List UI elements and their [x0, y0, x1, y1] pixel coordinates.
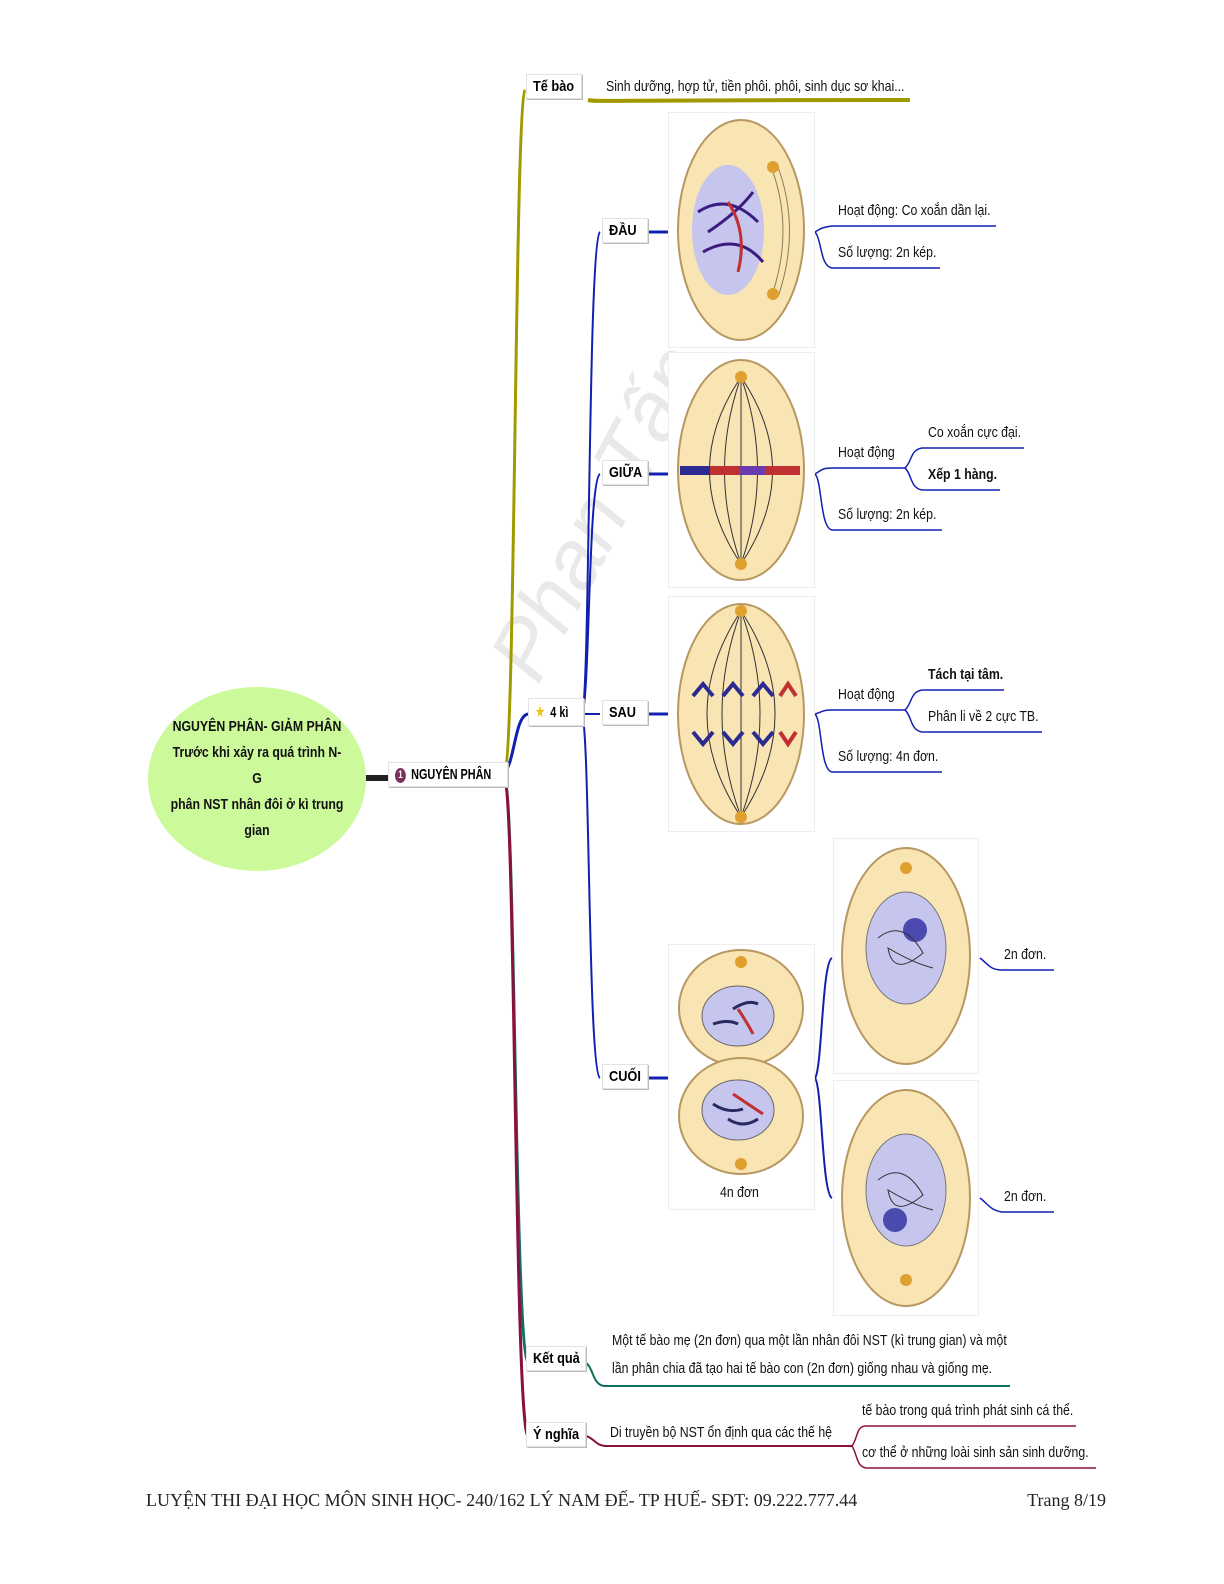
node-y-nghia[interactable]: Ý nghĩa: [526, 1422, 586, 1447]
sau-detail-1: Tách tại tâm.: [928, 666, 1004, 683]
sau-so-luong: Số lượng: 4n đơn.: [838, 748, 939, 765]
dau-label: ĐẦU: [609, 222, 637, 239]
giua-label: GIỮA: [609, 464, 643, 481]
node-4-ki[interactable]: ★4 kì: [528, 698, 584, 726]
telophase-cell-image: [668, 944, 815, 1210]
y-nghia-detail-1: tế bào trong quá trình phát sinh cá thể.: [862, 1402, 1074, 1419]
giua-hoat-dong: Hoạt động: [838, 444, 895, 461]
main-node-label: NGUYÊN PHÂN: [411, 766, 492, 783]
y-nghia-text: Di truyền bộ NST ổn định qua các thế hệ: [610, 1424, 833, 1441]
node-dau[interactable]: ĐẦU: [602, 218, 648, 243]
te-bao-text: Sinh dưỡng, hợp tử, tiền phôi. phôi, sin…: [606, 78, 905, 95]
prophase-cell-image: [668, 112, 815, 348]
giua-so-luong: Số lượng: 2n kép.: [838, 506, 937, 523]
star-icon: ★: [535, 704, 546, 721]
cuoi-result-2: 2n đơn.: [1004, 1188, 1047, 1205]
node-ket-qua[interactable]: Kết quả: [526, 1346, 586, 1371]
root-topic[interactable]: NGUYÊN PHÂN- GIẢM PHÂN Trước khi xảy ra …: [148, 687, 366, 871]
y-nghia-label: Ý nghĩa: [533, 1426, 580, 1443]
root-line-2: Trước khi xảy ra quá trình N- G: [172, 744, 342, 787]
metaphase-cell-image: [668, 352, 815, 588]
root-line-1: NGUYÊN PHÂN- GIẢM PHÂN: [172, 718, 342, 735]
cuoi-branch: [581, 713, 601, 1079]
telophase-caption: 4n đơn: [720, 1184, 759, 1201]
ket-qua-line-1: Một tế bào mẹ (2n đơn) qua một lần nhân …: [612, 1332, 1007, 1349]
footer-page-number: Trang 8/19: [1027, 1490, 1106, 1510]
cuoi-label: CUỐI: [609, 1068, 641, 1085]
dau-hoat-dong: Hoạt động: Co xoắn dần lại.: [838, 202, 991, 219]
ket-qua-underline: [584, 1361, 1010, 1387]
giua-detail-1: Co xoắn cực đại.: [928, 424, 1022, 441]
dau-so-luong: Số lượng: 2n kép.: [838, 244, 937, 261]
sau-detail-2: Phân li về 2 cực TB.: [928, 708, 1039, 725]
daughter-cell-image-2: [833, 1080, 979, 1316]
y-nghia-branch: [503, 779, 530, 1438]
main-node-nguyen-phan[interactable]: 1 NGUYÊN PHÂN: [388, 762, 508, 787]
node-giua[interactable]: GIỮA: [602, 460, 648, 485]
anaphase-cell-image: [668, 596, 815, 832]
number-badge-icon: 1: [395, 767, 406, 783]
ket-qua-branch: [503, 779, 530, 1364]
node-cuoi[interactable]: CUỐI: [602, 1064, 648, 1089]
node-sau[interactable]: SAU: [602, 700, 648, 725]
page-footer: LUYỆN THI ĐẠI HỌC MÔN SINH HỌC- 240/162 …: [146, 1490, 1106, 1511]
giua-branch: [581, 473, 601, 715]
root-line-3: phân NST nhân đôi ở kì trung gian: [170, 796, 344, 839]
te-bao-label: Tế bào: [533, 78, 575, 95]
node-te-bao[interactable]: Tế bào: [526, 74, 582, 99]
ket-qua-label: Kết quả: [533, 1350, 580, 1367]
sau-label: SAU: [609, 704, 636, 721]
bon-ki-label: 4 kì: [550, 704, 569, 721]
daughter-cell-image-1: [833, 838, 979, 1074]
giua-detail-2: Xếp 1 hàng.: [928, 466, 998, 483]
footer-text: LUYỆN THI ĐẠI HỌC MÔN SINH HỌC- 240/162 …: [146, 1490, 858, 1510]
ket-qua-line-2: lần phân chia đã tạo hai tế bào con (2n …: [612, 1360, 993, 1377]
y-nghia-underline: [585, 1435, 852, 1447]
te-bao-underline: [587, 98, 911, 103]
cuoi-result-1: 2n đơn.: [1004, 946, 1047, 963]
te-bao-branch: [503, 88, 527, 772]
dau-branch: [581, 231, 601, 715]
y-nghia-detail-2: cơ thể ở những loài sinh sản sinh dưỡng.: [862, 1444, 1089, 1461]
sau-hoat-dong: Hoạt động: [838, 686, 895, 703]
